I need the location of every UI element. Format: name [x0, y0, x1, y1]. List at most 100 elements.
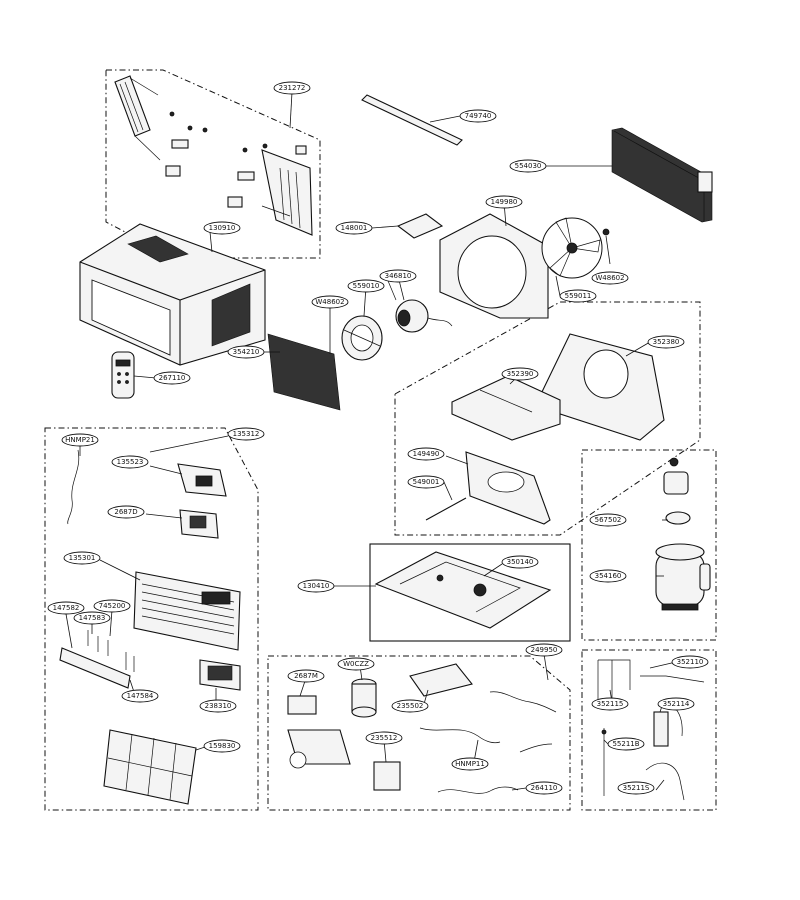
evaporator-coil [267, 333, 341, 411]
air-filter [103, 729, 197, 805]
part-label-147584: 147584 [121, 689, 159, 703]
svg-text:745200: 745200 [99, 602, 126, 610]
svg-text:HNMP11: HNMP11 [455, 760, 485, 768]
group-outline-side-curtains [105, 69, 321, 259]
svg-text:135523: 135523 [117, 458, 144, 466]
part-label-352115: 352115 [591, 697, 629, 711]
condenser-coil [611, 127, 713, 223]
orifice-plate [465, 451, 551, 525]
part-label-745200: 745200 [93, 599, 131, 613]
svg-text:147582: 147582 [53, 604, 80, 612]
part-label-149980: 149980 [485, 195, 523, 209]
terminal-cover [373, 761, 401, 791]
part-label-231272: 231272 [273, 81, 311, 95]
svg-text:235502: 235502 [397, 702, 424, 710]
part-label-350140: 350140 [501, 555, 539, 569]
svg-text:W48602: W48602 [595, 274, 624, 282]
pcb-display [179, 509, 219, 539]
svg-text:147584: 147584 [127, 692, 154, 700]
svg-text:W48602: W48602 [315, 298, 344, 306]
svg-text:W0CZZ: W0CZZ [343, 660, 369, 668]
svg-text:346810: 346810 [385, 272, 412, 280]
part-label-352110: 352110 [671, 655, 709, 669]
part-label-235512: 235512 [365, 731, 403, 745]
svg-text:749740: 749740 [465, 112, 492, 120]
part-label-149490: 149490 [407, 447, 445, 461]
blower-wheel [341, 315, 383, 361]
part-label-346810: 346810 [379, 269, 417, 283]
part-label-354160: 354160 [589, 569, 627, 583]
part-label-159830: 159830 [203, 739, 241, 753]
part-label-147583: 147583 [73, 611, 111, 625]
louver-set [59, 630, 135, 689]
control-panel-pcb [199, 659, 241, 691]
part-label-352114: 352114 [657, 697, 695, 711]
part-label-749740: 749740 [459, 109, 497, 123]
svg-text:231272: 231272 [279, 84, 306, 92]
svg-text:559011: 559011 [565, 292, 592, 300]
part-label-147582: 147582 [47, 601, 85, 615]
part-label-235502: 235502 [391, 699, 429, 713]
svg-text:149490: 149490 [413, 450, 440, 458]
svg-text:2687D: 2687D [114, 508, 137, 516]
side-curtain-right [261, 149, 313, 236]
mounting-brackets [165, 111, 307, 208]
capacitor-bracket [409, 663, 473, 697]
svg-text:159830: 159830 [209, 742, 236, 750]
part-label-130910: 130910 [203, 221, 241, 235]
remote-control [111, 351, 135, 399]
motor-mount-bracket [396, 213, 444, 239]
svg-text:249950: 249950 [531, 646, 558, 654]
capacitor [351, 678, 377, 718]
part-label-w0czz: W0CZZ [337, 657, 375, 671]
control-box-cover [177, 463, 227, 497]
air-guide [451, 375, 561, 441]
part-label-hnmp21: HNMP21 [61, 433, 99, 447]
switch-bracket [287, 695, 317, 715]
scroll-housing [539, 333, 665, 441]
fan-shroud [439, 213, 549, 319]
top-rail [361, 94, 463, 146]
svg-text:148001: 148001 [341, 224, 368, 232]
compressor [655, 543, 711, 611]
part-label-148001: 148001 [335, 221, 373, 235]
group-outline-refrigerant-tubes [581, 649, 717, 811]
group-outline-base-pan [369, 543, 571, 642]
part-label-135301: 135301 [63, 551, 101, 565]
svg-text:352114: 352114 [663, 700, 690, 708]
svg-text:354160: 354160 [595, 572, 622, 580]
part-label-2687m: 2687M [287, 669, 325, 683]
svg-text:130910: 130910 [209, 224, 236, 232]
thermistor-sensor [425, 497, 467, 521]
svg-text:352115: 352115 [597, 700, 624, 708]
svg-text:238310: 238310 [205, 702, 232, 710]
outer-cabinet [79, 223, 266, 366]
part-label-w48602-right: W48602 [591, 271, 629, 285]
svg-text:HNMP21: HNMP21 [65, 436, 95, 444]
part-label-135523: 135523 [111, 455, 149, 469]
part-label-135312: 135312 [227, 427, 265, 441]
svg-text:135301: 135301 [69, 554, 96, 562]
part-label-559010: 559010 [347, 279, 385, 293]
overload-protector [665, 511, 691, 525]
group-outline-blower-assembly [394, 301, 701, 536]
part-label-35211s: 35211S [617, 781, 655, 795]
svg-text:55211B: 55211B [612, 740, 639, 748]
overload-cover [663, 457, 689, 495]
wire-harness [419, 691, 557, 794]
condenser-fan-blade [541, 217, 610, 279]
side-curtain-left [114, 75, 161, 161]
part-label-354210: 354210 [227, 345, 265, 359]
svg-text:135312: 135312 [233, 430, 260, 438]
part-label-559011: 559011 [559, 289, 597, 303]
svg-text:352110: 352110 [677, 658, 704, 666]
part-label-2687d: 2687D [107, 505, 145, 519]
refrigerant-tubes [597, 659, 705, 801]
part-label-352380: 352380 [647, 335, 685, 349]
svg-text:267110: 267110 [159, 374, 186, 382]
part-label-249950: 249950 [525, 643, 563, 657]
svg-text:130410: 130410 [303, 582, 330, 590]
part-label-549001: 549001 [407, 475, 445, 489]
group-outline-compressor [581, 449, 717, 641]
